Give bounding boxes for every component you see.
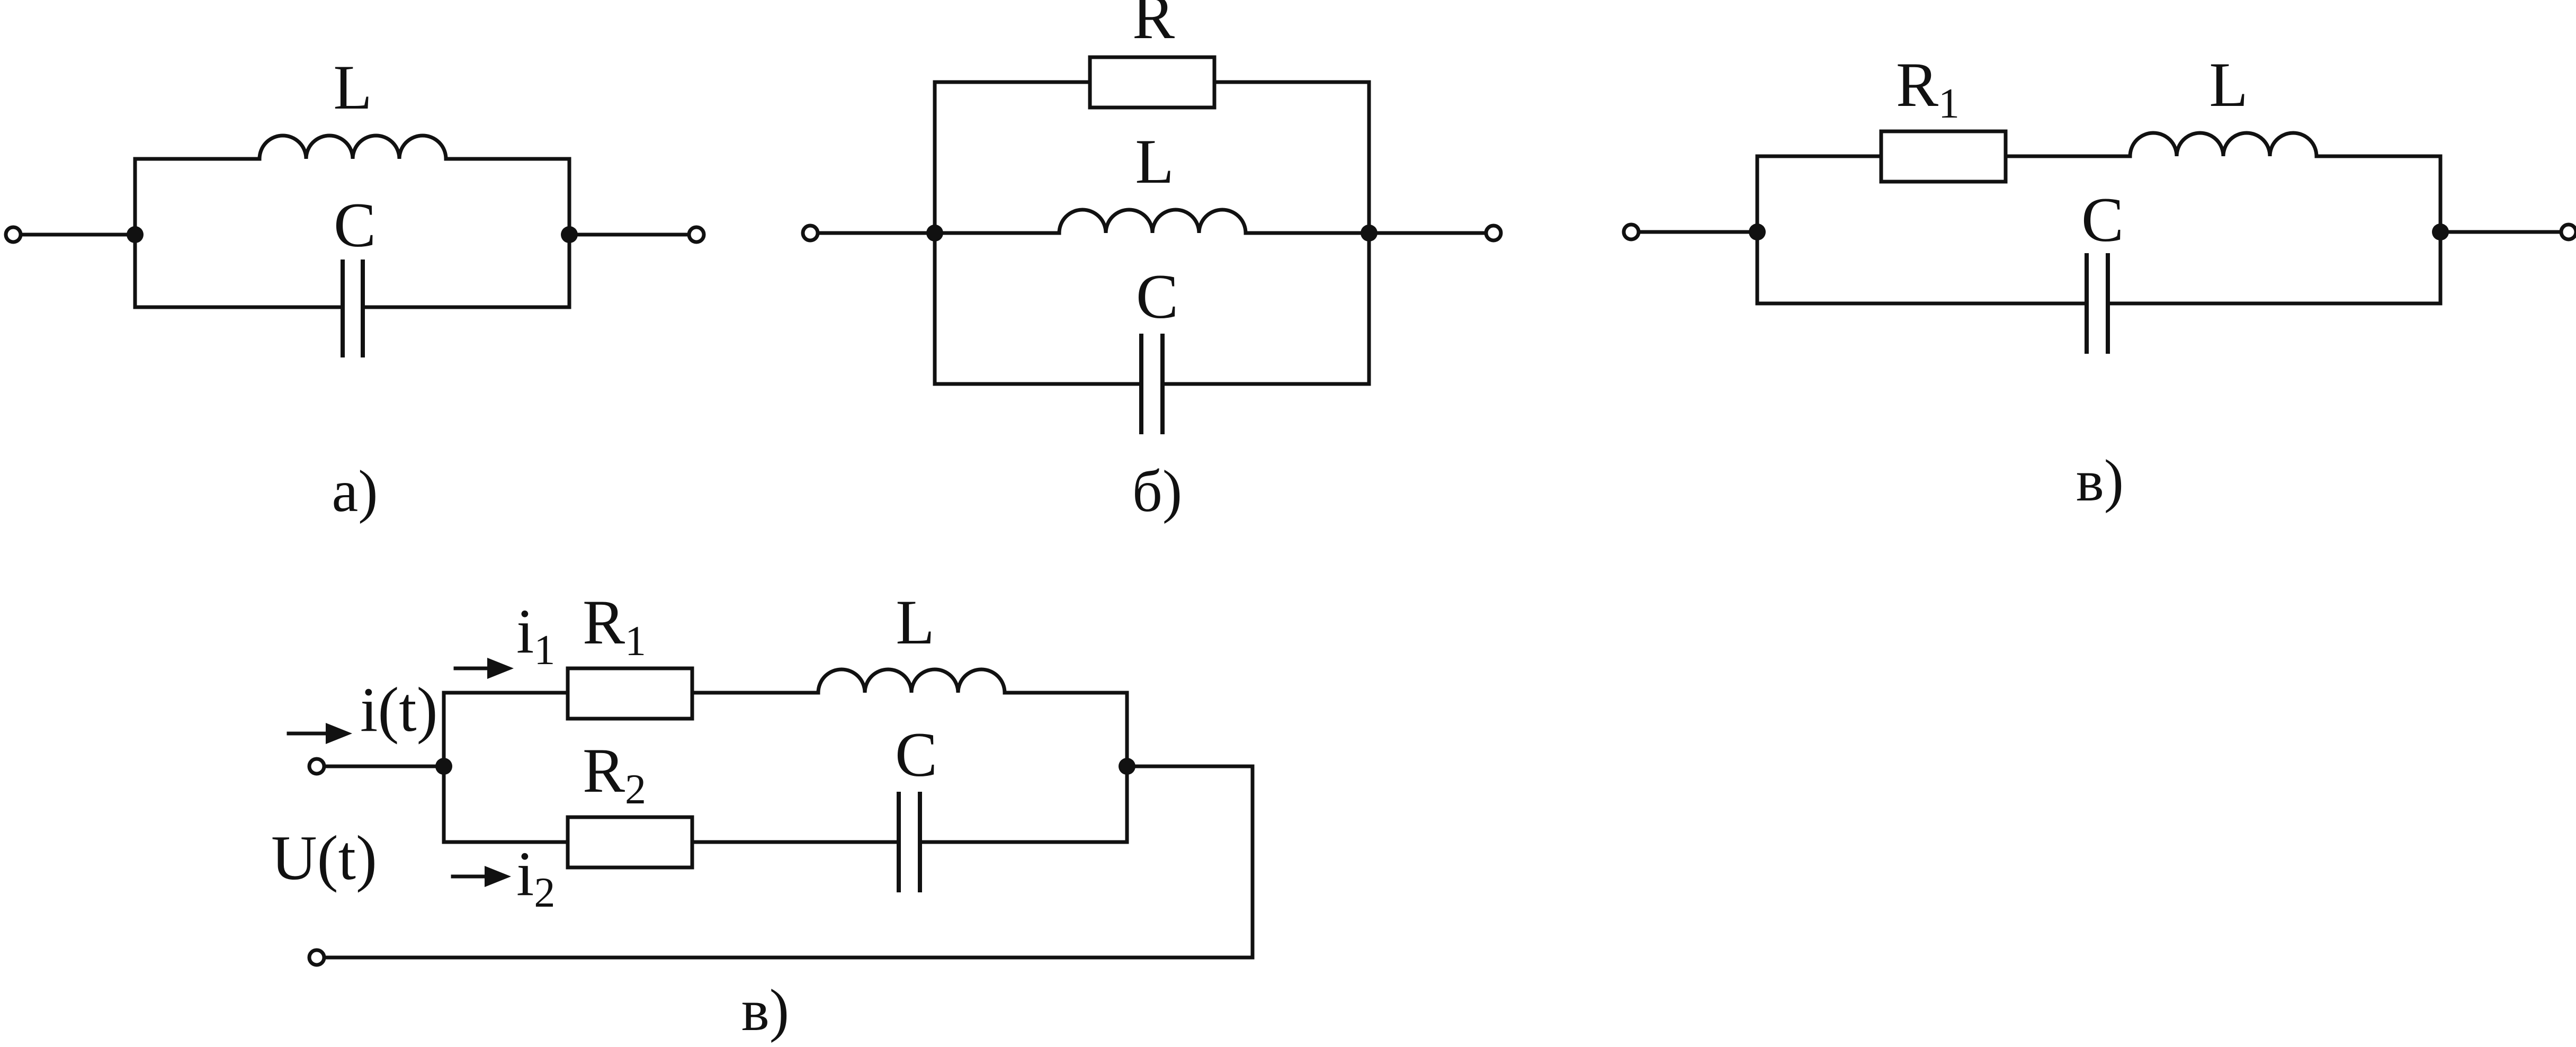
junction-node [1361, 225, 1378, 241]
label-L: L [333, 52, 372, 122]
resistor-R2 [566, 815, 694, 870]
terminal [801, 223, 820, 243]
circuit-a: L C а) [4, 52, 706, 524]
label-L: L [1135, 126, 1174, 196]
resistor-R1 [566, 666, 694, 721]
resistor-R1 [1879, 129, 2008, 184]
label-L: L [896, 587, 934, 657]
label-voltage: U(t) [271, 822, 377, 893]
circuit-b: R L C б) [801, 0, 1503, 524]
caption: в) [741, 978, 789, 1043]
label-C: C [334, 190, 376, 260]
label-L: L [2209, 49, 2248, 120]
caption: в) [2076, 448, 2124, 514]
junction-node [1119, 758, 1135, 775]
label-R2: R2 [583, 735, 646, 813]
arrow-icon [453, 658, 514, 679]
label-C: C [2081, 184, 2124, 255]
terminal [1484, 223, 1503, 243]
junction-node [1749, 223, 1766, 240]
label-C: C [895, 719, 937, 790]
label-current-i1: i1 [516, 596, 555, 674]
circuit-c: R1 L C в) [1622, 49, 2576, 514]
label-C: C [1136, 261, 1178, 332]
terminal [687, 225, 706, 244]
caption: а) [332, 459, 378, 524]
label-R1: R1 [1896, 49, 1960, 127]
junction-node [2432, 223, 2449, 240]
label-current-i2: i2 [516, 838, 555, 916]
caption: б) [1132, 459, 1182, 524]
terminal [4, 225, 23, 244]
junction-node [127, 226, 144, 243]
inductor-L [1057, 208, 1248, 235]
junction-node [561, 226, 578, 243]
inductor-L [2128, 131, 2319, 158]
label-current-total: i(t) [360, 674, 438, 745]
label-R1: R1 [583, 587, 646, 665]
inductor-L [816, 667, 1007, 695]
inductor-L [257, 133, 448, 161]
junction-node [926, 225, 943, 241]
junction-node [435, 758, 452, 775]
terminal [307, 757, 326, 776]
resistor-R [1088, 55, 1217, 110]
arrow-icon [451, 866, 511, 887]
label-R: R [1132, 0, 1175, 52]
terminal [1622, 222, 1641, 241]
terminal [307, 948, 326, 967]
terminal [2559, 222, 2576, 241]
circuit-d: i(t) i1 i2 R1 L R2 C U(t) в) [271, 587, 1255, 1043]
arrow-icon [287, 723, 352, 744]
